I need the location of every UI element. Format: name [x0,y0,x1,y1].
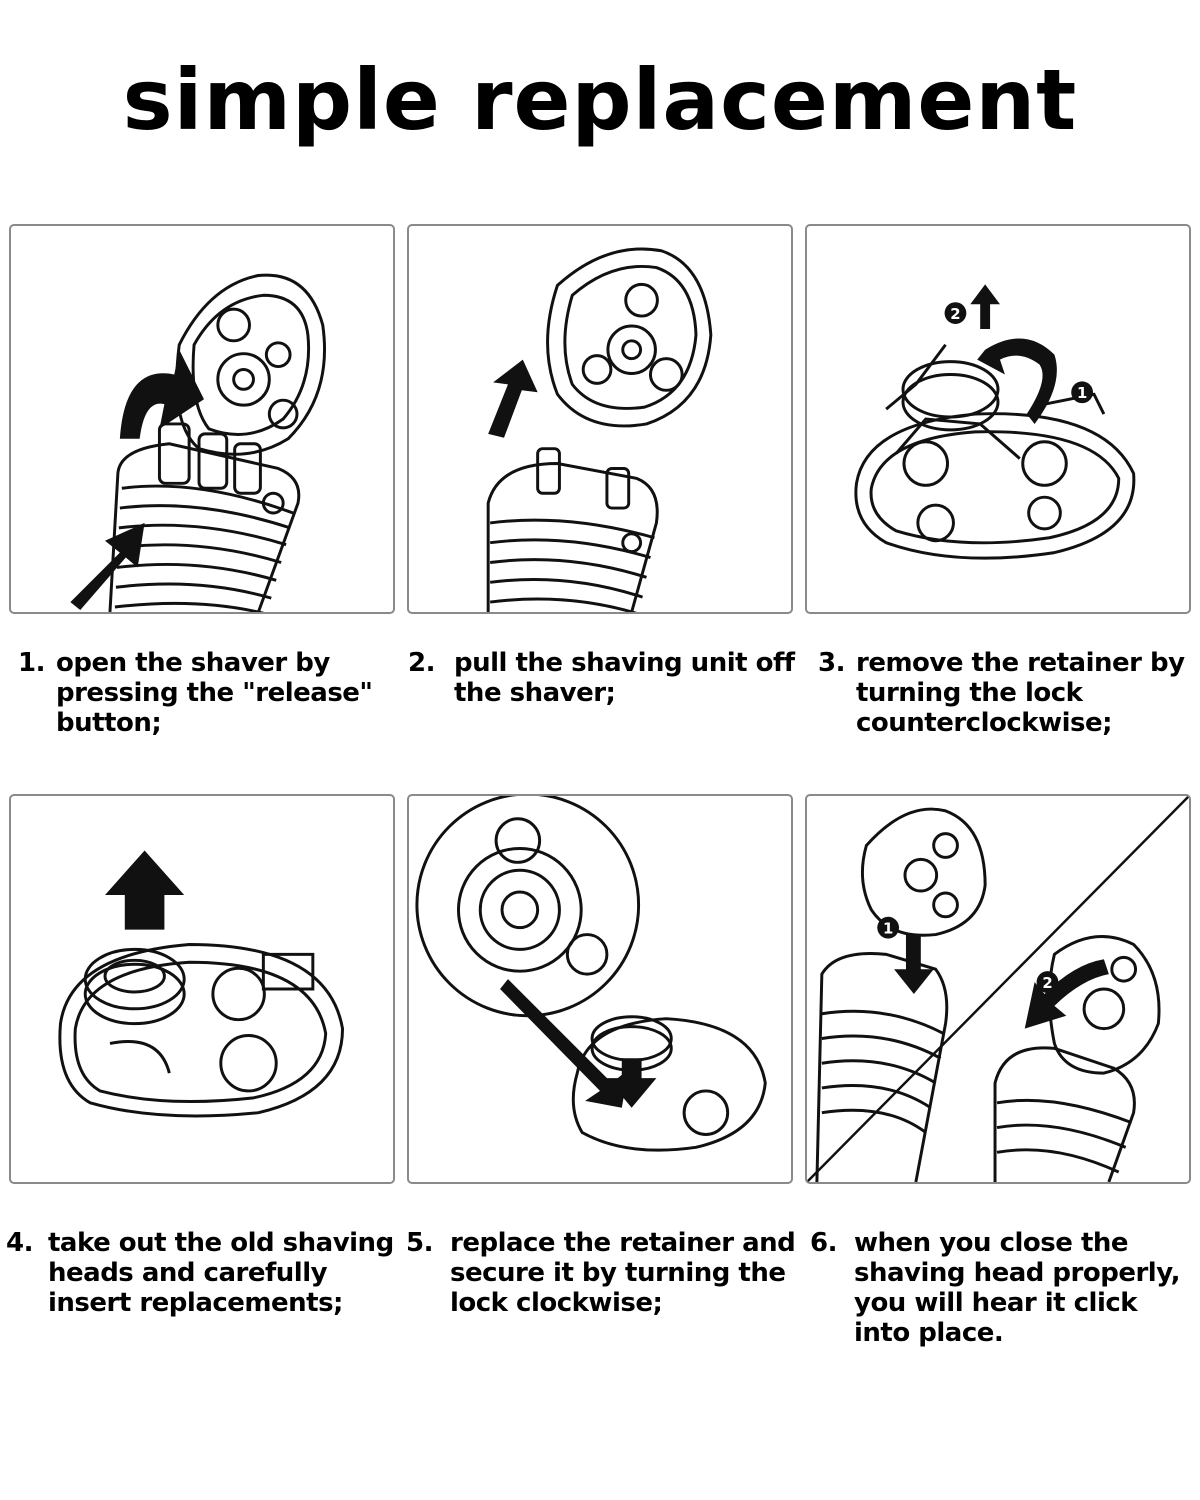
magnifier-illustration [415,796,641,1018]
step-number: 2. [408,648,435,678]
badge-two-icon [1036,971,1059,993]
step-4-caption: 4. take out the old shaving heads and ca… [6,1228,398,1318]
step-1-caption: 1. open the shaver by pressing the "rele… [18,648,396,738]
arrow-icon [70,522,145,610]
arrow-icon [500,979,629,1108]
arrow-icon [119,349,204,439]
badge-one-icon [877,916,900,939]
retainer-removal-illustration: 2 1 [854,284,1136,560]
badge-one-label: 1 [1077,385,1087,402]
badge-one-icon [1071,381,1094,404]
shaving-unit-illustration [486,247,713,612]
step-5-caption: 5. replace the retainer and secure it by… [406,1228,798,1318]
step-text: take out the old shaving heads and caref… [48,1228,394,1318]
step-3-panel: 2 1 [805,224,1191,614]
step-number: 1. [18,648,45,678]
badge-two-label: 2 [950,306,960,323]
arrow-icon [606,1058,657,1108]
step-2-panel [407,224,793,614]
badge-two-label: 2 [1042,975,1052,992]
arrow-icon [105,850,185,930]
step-3-caption: 3. remove the retainer by turning the lo… [818,648,1196,738]
page-title: simple replacement [122,51,1078,149]
step-6-caption: 6. when you close the shaving head prope… [810,1228,1196,1348]
step-text: when you close the shaving head properly… [854,1228,1181,1348]
badge-one-label: 1 [883,921,893,938]
close-head-illustration: 1 2 [807,796,1189,1182]
retainer-lock-illustration [415,796,767,1152]
step-text: remove the retainer by turning the lock … [856,648,1185,738]
step-number: 6. [810,1228,837,1258]
step-5-panel [407,794,793,1184]
arrow-icon [488,359,538,438]
step-number: 5. [406,1228,433,1258]
step-2-caption: 2. pull the shaving unit off the shaver; [408,648,796,708]
arrow-icon [970,284,1000,329]
arrow-icon [1024,959,1109,1029]
step-text: pull the shaving unit off the shaver; [454,648,795,708]
step-text: open the shaver by pressing the "release… [56,648,373,738]
step-number: 4. [6,1228,33,1258]
arrow-icon [977,338,1057,424]
badge-two-icon [944,302,967,324]
step-number: 3. [818,648,845,678]
step-4-panel [9,794,395,1184]
shaver-open-illustration [70,273,327,612]
arrow-icon [894,934,934,994]
shaving-head-replacement-illustration [58,850,345,1118]
step-1-panel [9,224,395,614]
step-6-panel: 1 2 [805,794,1191,1184]
step-text: replace the retainer and secure it by tu… [450,1228,796,1318]
